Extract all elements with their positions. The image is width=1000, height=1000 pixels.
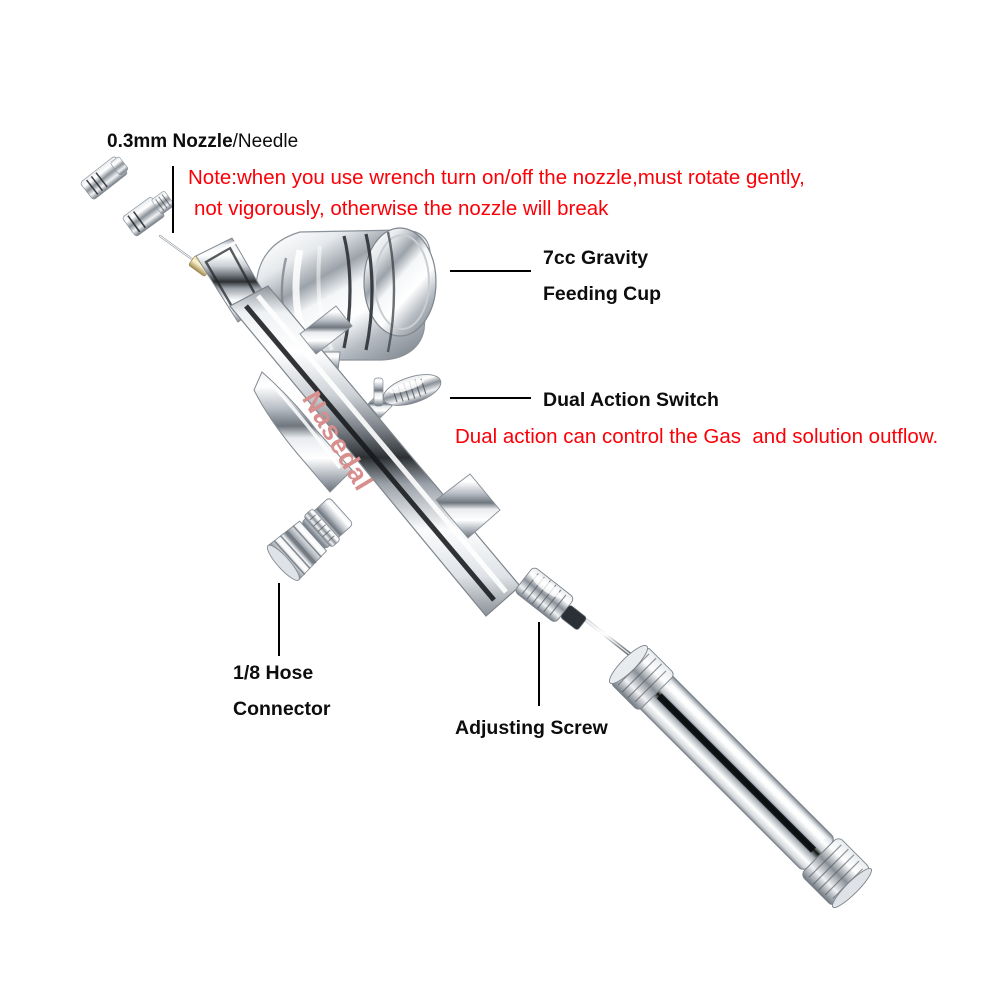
cup-leader-line <box>450 270 531 272</box>
note-nozzle-warning-line2: not vigorously, otherwise the nozzle wil… <box>194 197 609 220</box>
hose-connector <box>266 498 353 581</box>
label-gravity-cup-line2: Feeding Cup <box>543 283 662 305</box>
nozzle-cap-piece-b <box>122 191 175 237</box>
label-hose-connector-line1: 1/8 Hose <box>233 662 314 684</box>
label-adjusting-screw: Adjusting Screw <box>455 717 608 739</box>
rear-handle <box>609 645 872 908</box>
label-nozzle-needle-bold: 0.3mm Nozzle <box>107 131 233 152</box>
nozzle-cap-piece-a <box>80 156 129 200</box>
switch-leader-line <box>450 397 531 399</box>
airbrush-body <box>229 285 521 617</box>
adjusting-screw-leader-line <box>538 622 540 706</box>
adjusting-screw <box>515 567 587 630</box>
hose-leader-line <box>278 583 280 656</box>
dual-action-trigger <box>367 374 442 419</box>
label-gravity-cup-line1: 7cc Gravity <box>543 247 649 269</box>
label-nozzle-needle: 0.3mm Nozzle/Needle <box>107 131 298 153</box>
note-dual-action: Dual action can control the Gas and solu… <box>455 425 939 448</box>
note-nozzle-warning-line1: Note:when you use wrench turn on/off the… <box>188 166 805 189</box>
label-hose-connector-line2: Connector <box>233 698 331 720</box>
label-nozzle-needle-rest: /Needle <box>232 131 299 152</box>
needle-shaft <box>584 618 634 658</box>
label-dual-action-switch: Dual Action Switch <box>543 389 719 411</box>
nozzle-note-divider <box>172 166 174 233</box>
